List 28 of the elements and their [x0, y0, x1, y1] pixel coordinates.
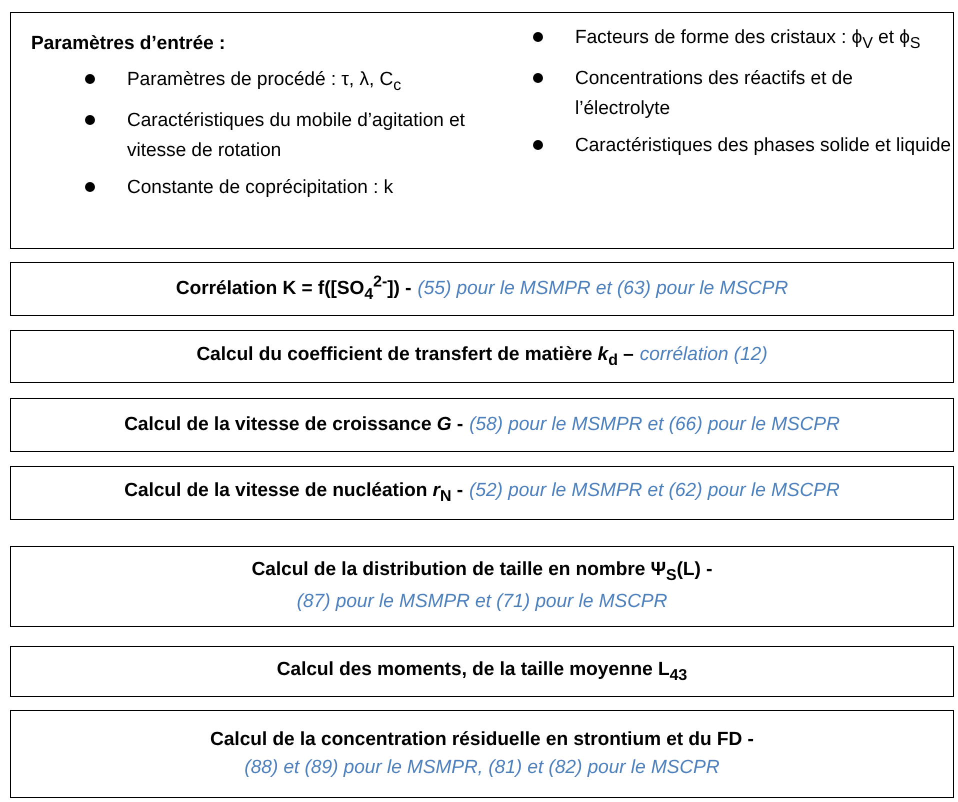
step-box: [10, 646, 954, 697]
step-title: Calcul de la concentration résiduelle en strontium et du FD -: [210, 728, 754, 752]
step-title: Calcul de la vitesse de croissance G -: [124, 414, 464, 435]
reference-note: (88) et (89) pour le MSMPR, (81) et (82) pour le MSCPR: [244, 756, 720, 780]
step-box: [10, 398, 954, 452]
bullet-item: Concentrations des réactifs et de l’électrolyte: [575, 68, 853, 119]
step-title: Corrélation K = f([SO$_{4}$$^{2-}$]) -: [176, 278, 412, 300]
step-box: [10, 330, 954, 383]
reference-note: (55) pour le MSMPR et (63) pour le MSCPR: [417, 278, 788, 300]
bullet-item: Caractéristiques du mobile d’agitation et vitesse de rotation: [127, 110, 465, 161]
step-title: Calcul des moments, de la taille moyenne L$_{43}$: [276, 658, 688, 686]
input-parameters-box: [10, 12, 954, 249]
step-box: [10, 262, 954, 316]
bullet-item: Constante de coprécipitation : k: [127, 177, 394, 198]
step-title: Calcul de la distribution de taille en nombre Ψ$_{S}$(L) -: [252, 558, 712, 586]
step-title: Calcul du coefficient de transfert de matière k$_{d}$ –: [196, 344, 634, 365]
reference-note: (87) pour le MSMPR et (71) pour le MSCPR: [296, 590, 668, 614]
step-title: Calcul de la vitesse de nucléation r$_{N}$ -: [124, 480, 464, 502]
section-heading: Paramètres d’entrée :: [31, 33, 226, 55]
step-box: [10, 546, 954, 627]
reference-note: corrélation (12): [640, 344, 768, 365]
bullet-item: Caractéristiques des phases solide et liquide: [575, 135, 951, 156]
reference-note: (52) pour le MSMPR et (62) pour le MSCPR: [469, 480, 840, 502]
bullet-item: Paramètres de procédé : τ, λ, C$_{c}$: [127, 69, 402, 90]
step-box: [10, 466, 954, 520]
bullet-item: Facteurs de forme des cristaux : ϕ$_{V}$ et ϕ$_{S}$: [575, 27, 920, 48]
reference-note: (58) pour le MSMPR et (66) pour le MSCPR: [469, 414, 840, 435]
step-box: [10, 710, 954, 798]
